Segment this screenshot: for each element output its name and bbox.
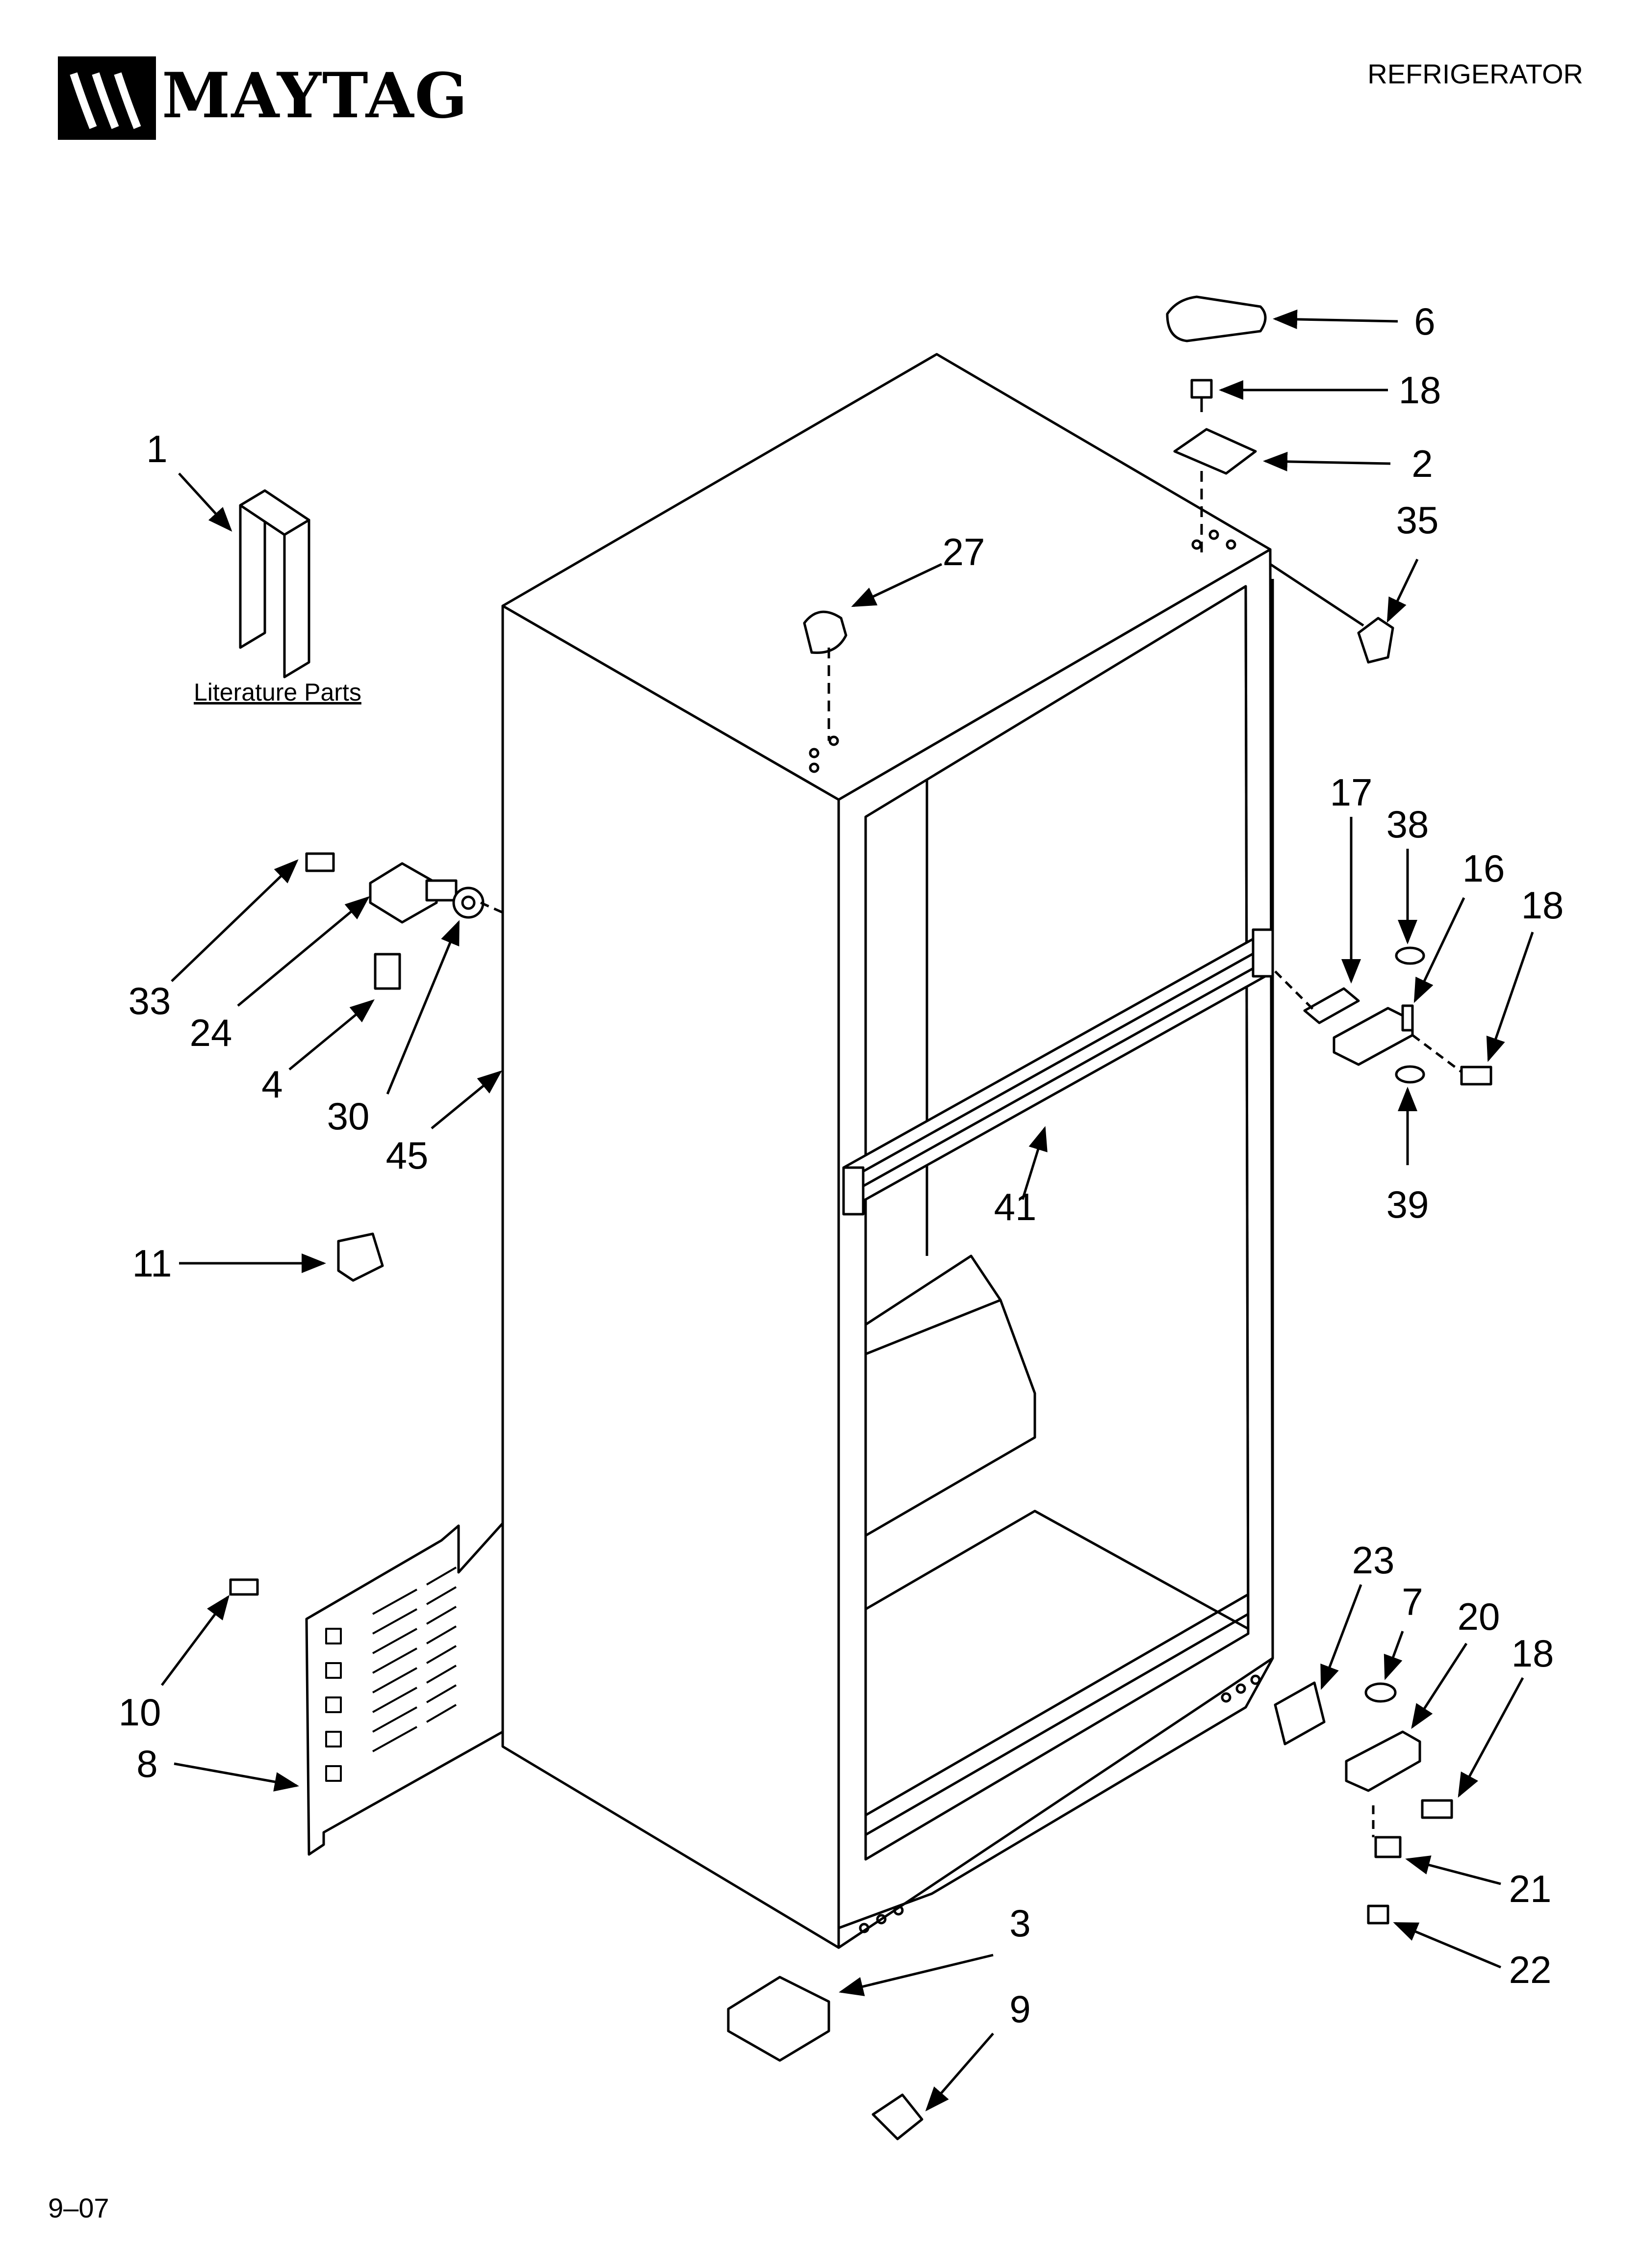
left-hinge-hardware xyxy=(305,852,504,990)
revision-date: 9–07 xyxy=(48,2192,109,2223)
callout-9: 9 xyxy=(1009,1987,1031,2031)
hinge-cover-part xyxy=(1166,295,1267,342)
callout-4: 4 xyxy=(261,1063,283,1106)
plug-button-part xyxy=(803,610,847,654)
callout-18a: 18 xyxy=(1398,368,1441,412)
callout-8: 8 xyxy=(136,1742,158,1785)
bottom-hinge-hardware xyxy=(1274,1681,1453,1925)
leader-lines xyxy=(161,309,1534,2112)
callout-21: 21 xyxy=(1509,1867,1552,1910)
callout-18c: 18 xyxy=(1511,1632,1554,1675)
callout-23: 23 xyxy=(1352,1538,1395,1582)
callout-20: 20 xyxy=(1457,1595,1500,1638)
callout-35: 35 xyxy=(1396,498,1439,542)
callout-30: 30 xyxy=(327,1095,370,1138)
callout-11: 11 xyxy=(132,1242,172,1285)
callout-17: 17 xyxy=(1330,771,1373,814)
leveling-screw-part xyxy=(872,2093,924,2140)
callout-41: 41 xyxy=(994,1185,1037,1228)
screw-part-top xyxy=(1190,379,1213,412)
callout-6: 6 xyxy=(1414,300,1436,343)
maytag-logo-icon xyxy=(58,56,156,140)
callout-22: 22 xyxy=(1509,1948,1552,1991)
callout-38: 38 xyxy=(1386,803,1429,846)
callout-1: 1 xyxy=(146,427,168,470)
callout-7: 7 xyxy=(1402,1580,1423,1623)
top-hinge-part xyxy=(1173,428,1257,475)
rear-access-panel xyxy=(305,1522,504,1856)
callout-24: 24 xyxy=(189,1011,232,1054)
hinge-bracket-part-35 xyxy=(1357,617,1394,664)
callout-45: 45 xyxy=(385,1134,429,1177)
center-hinge-hardware xyxy=(1274,946,1492,1086)
callout-39: 39 xyxy=(1386,1183,1429,1226)
callout-10: 10 xyxy=(118,1691,161,1734)
cross-rail-part xyxy=(842,928,1274,1216)
callout-33: 33 xyxy=(128,979,171,1022)
callout-18b: 18 xyxy=(1521,884,1564,927)
callout-16: 16 xyxy=(1462,847,1505,890)
callout-2: 2 xyxy=(1411,442,1433,485)
clip-part-11 xyxy=(337,1232,384,1282)
product-category: REFRIGERATOR xyxy=(1367,58,1583,89)
refrigerator-cabinet xyxy=(501,353,1274,1949)
brand-name: MAYTAG xyxy=(162,59,469,132)
callout-3: 3 xyxy=(1009,1902,1031,1945)
roller-assembly-part xyxy=(727,1976,830,2062)
literature-parts-label: Literature Parts xyxy=(194,678,361,706)
screw-part-10 xyxy=(229,1578,259,1596)
callout-27: 27 xyxy=(942,530,985,574)
